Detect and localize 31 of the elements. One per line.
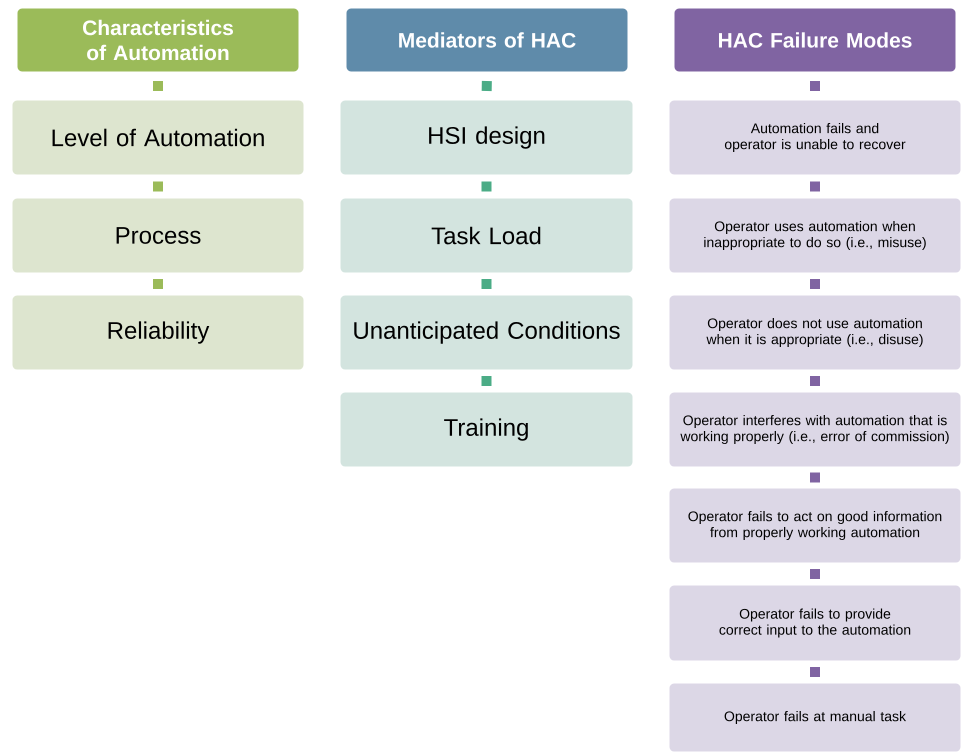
item-box: Reliability (12, 294, 304, 370)
connector-square (482, 376, 492, 386)
header-box: Characteristics of Automation (16, 8, 300, 72)
connector-square (810, 376, 820, 386)
item-box: Operator fails at manual task (668, 682, 961, 752)
item-box: Process (12, 198, 304, 274)
item-box: Operator fails to act on good information from properly working automation (668, 488, 961, 564)
connector-square (810, 279, 820, 289)
connector-square (810, 472, 820, 482)
connector-square (810, 667, 820, 677)
item-box: Operator fails to provide correct input to the automation (668, 584, 961, 662)
item-box: Operator uses automation when inappropriate to do so (i.e., misuse) (668, 198, 961, 274)
connector-square (153, 81, 163, 91)
item-box: Automation fails and operator is unable to recover (668, 100, 961, 176)
connector-square (482, 182, 492, 192)
connector-square (153, 279, 163, 289)
header-box: HAC Failure Modes (674, 8, 956, 72)
connector-square (810, 81, 820, 91)
item-box: HSI design (340, 100, 634, 176)
item-box: Task Load (340, 198, 634, 274)
item-box: Unanticipated Conditions (340, 294, 634, 370)
item-box: Level of Automation (12, 100, 304, 176)
item-box: Training (340, 392, 634, 468)
connector-square (810, 182, 820, 192)
connector-square (153, 182, 163, 192)
header-box: Mediators of HAC (346, 8, 628, 72)
connector-square (482, 279, 492, 289)
item-box: Operator does not use automation when it is appropriate (i.e., disuse) (668, 294, 961, 370)
item-box: Operator interferes with automation that is working properly (i.e., error of commission) (668, 392, 961, 468)
connector-square (482, 80, 492, 92)
connector-square (810, 569, 820, 579)
